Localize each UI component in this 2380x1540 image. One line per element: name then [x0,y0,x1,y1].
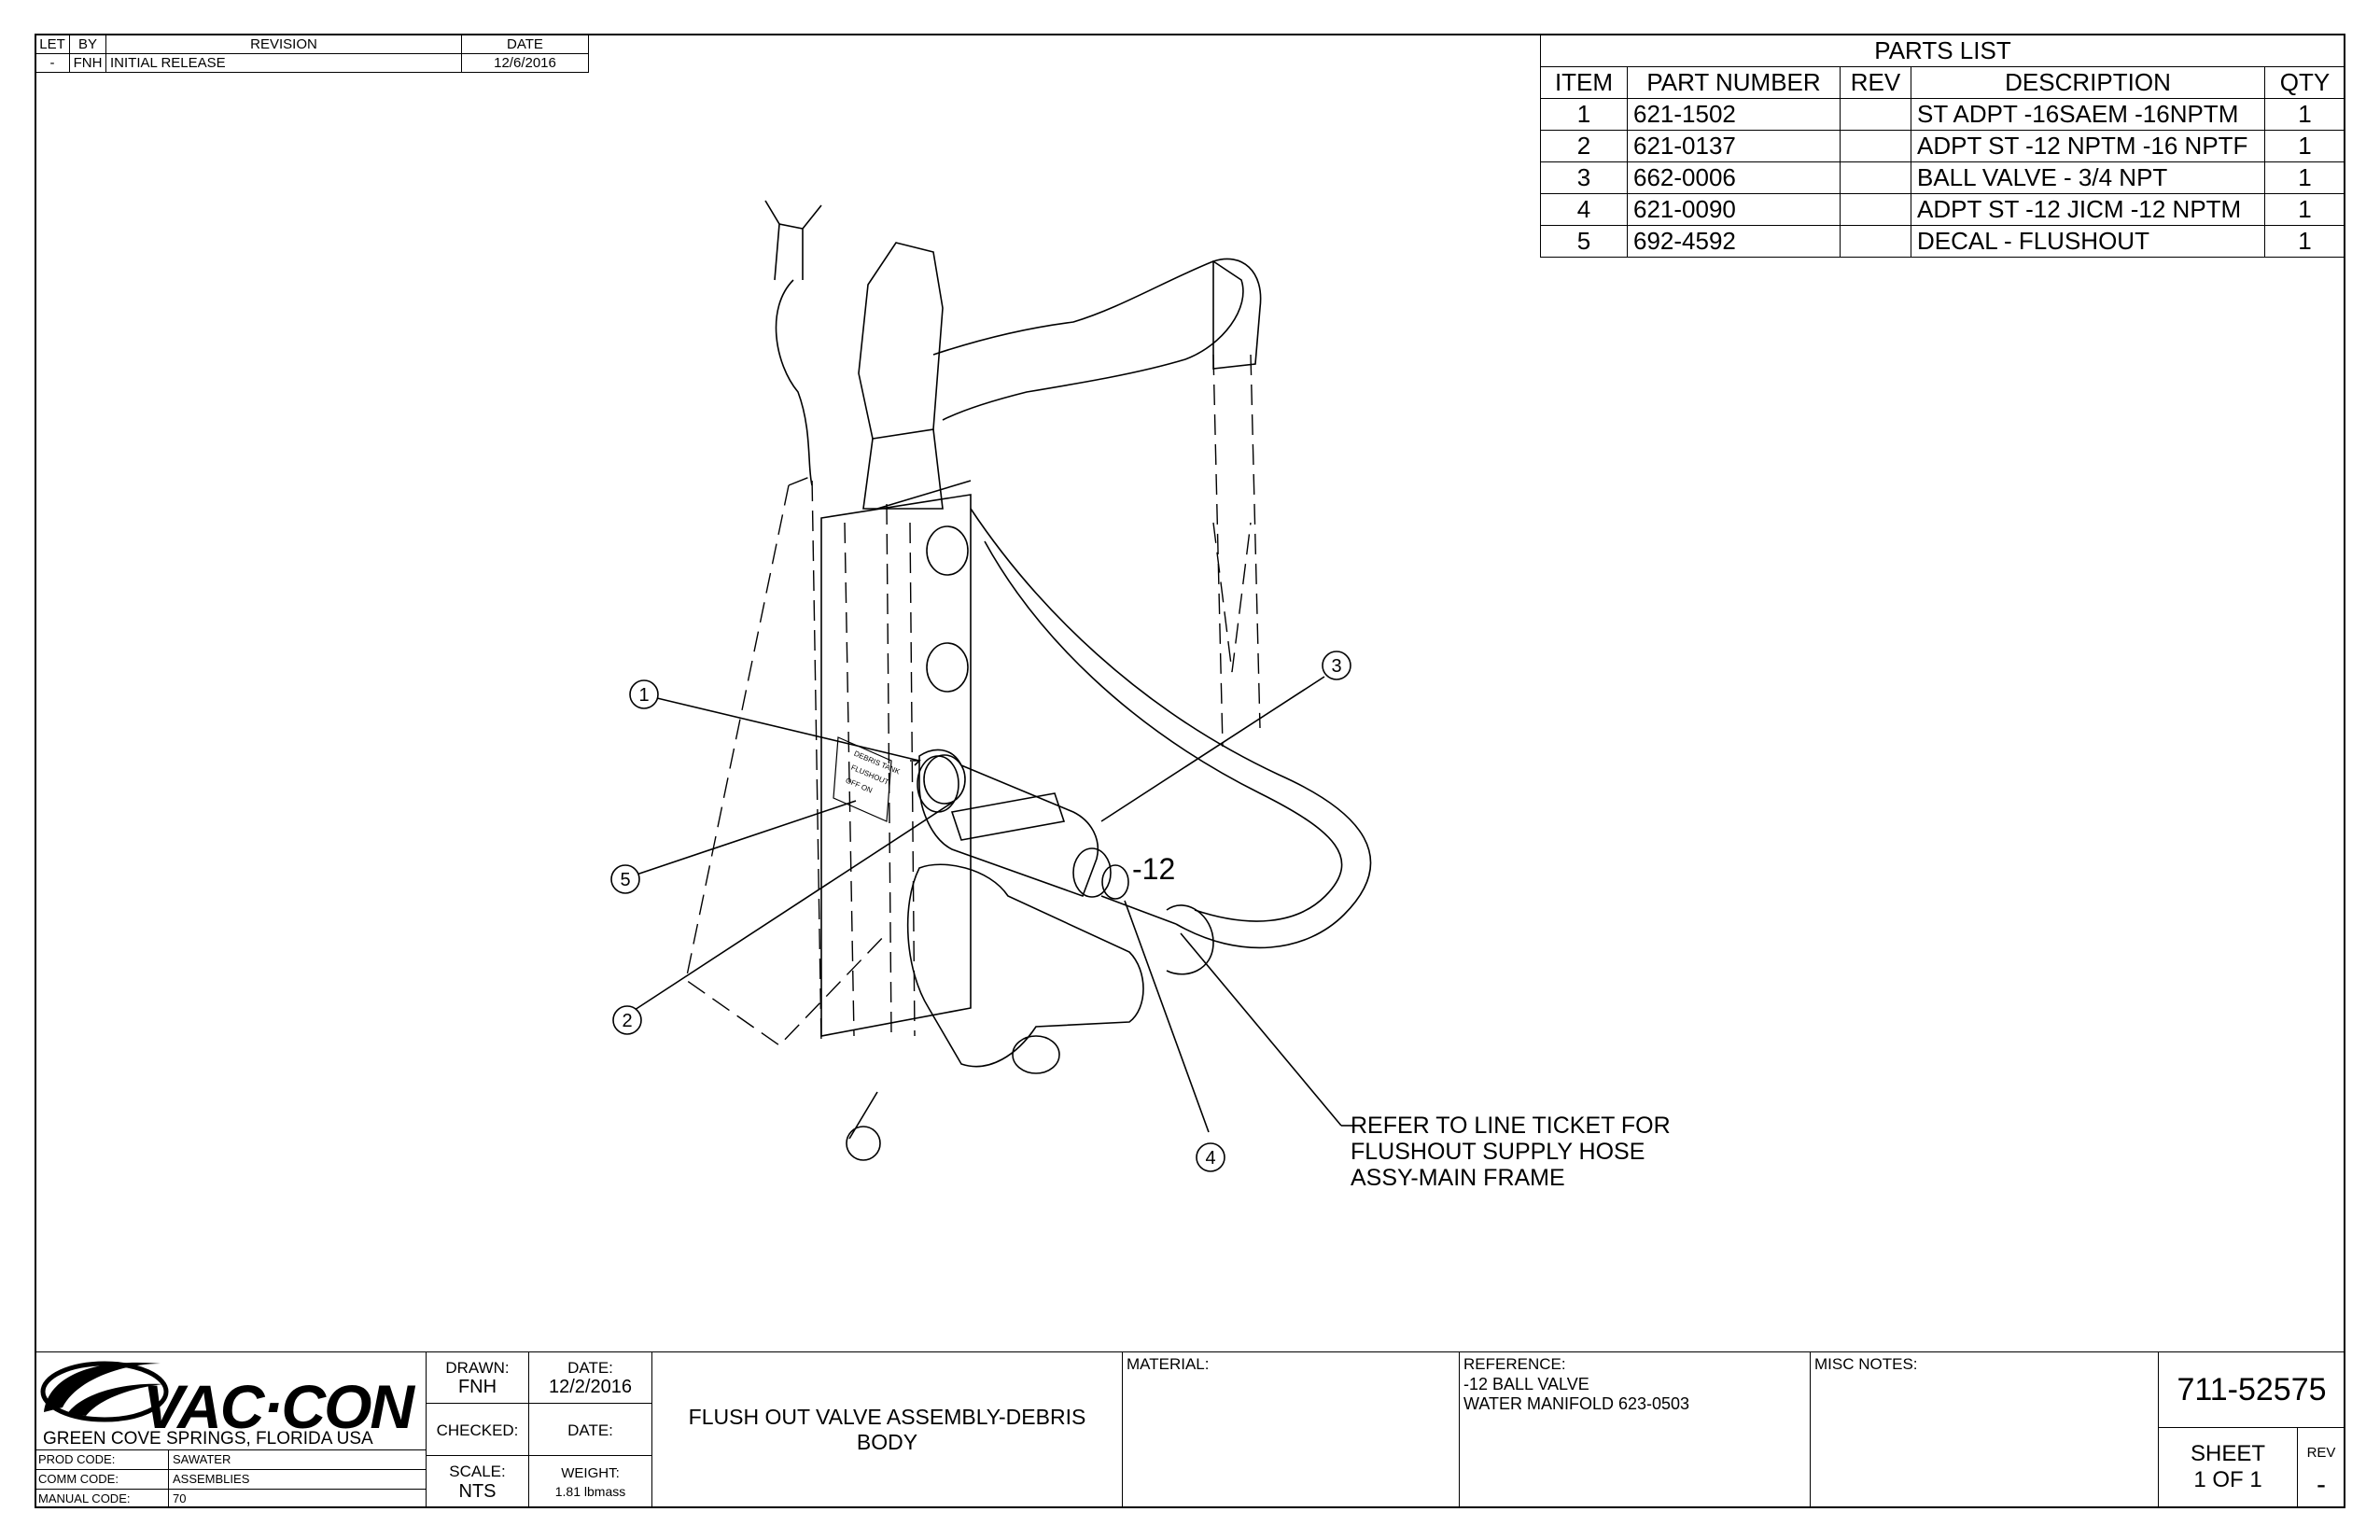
reference-label: REFERENCE: [1463,1355,1566,1373]
weight-cell [528,1455,652,1508]
parts-part-number: 692-4592 [1627,225,1841,258]
comm-code-label: COMM CODE: [38,1472,119,1486]
note-line-1: REFER TO LINE TICKET FOR [1351,1113,1671,1139]
balloon-4-label: 4 [1205,1148,1215,1169]
balloon-4 [1196,1142,1225,1172]
scale-value: NTS [458,1481,497,1502]
parts-row: 4 621-0090 ADPT ST -12 JICM -12 NPTM 1 [1540,193,2345,226]
parts-description: ADPT ST -12 JICM -12 NPTM [1911,193,2265,226]
balloon-1-label: 1 [638,685,649,706]
code-col-divider [168,1449,169,1508]
parts-part-number: 621-0090 [1627,193,1841,226]
vaccon-logo [40,1361,169,1422]
parts-row: 1 621-1502 ST ADPT -16SAEM -16NPTM 1 [1540,98,2345,131]
drawn-value: FNH [457,1377,497,1397]
revision-date: 12/6/2016 [461,53,589,73]
revision-description: INITIAL RELEASE [105,53,462,73]
drawn-date-label: DATE: [567,1359,613,1377]
parts-header-part-number: PART NUMBER [1627,66,1841,99]
parts-item: 5 [1540,225,1628,258]
code-row-divider [35,1489,427,1490]
parts-item: 1 [1540,98,1628,131]
drawn-label: DRAWN: [445,1359,510,1377]
parts-rev [1840,161,1911,194]
weight-label: WEIGHT: [561,1465,620,1481]
note-line-3: ASSY-MAIN FRAME [1351,1165,1565,1191]
sheet-label: SHEET [2190,1441,2265,1466]
checked-label: CHECKED: [436,1421,519,1439]
material-label: MATERIAL: [1127,1355,1210,1373]
drawing-title-line-1: FLUSH OUT VALVE ASSEMBLY-DEBRIS [688,1405,1086,1429]
parts-part-number: 621-1502 [1627,98,1841,131]
prod-code-label: PROD CODE: [38,1452,116,1466]
rev-value: - [2317,1469,2326,1500]
weight-value: 1.81 lbmass [554,1484,626,1499]
misc-notes-label: MISC NOTES: [1814,1355,1918,1373]
manual-code-value: 70 [173,1491,187,1505]
parts-row: 3 662-0006 BALL VALVE - 3/4 NPT 1 [1540,161,2345,194]
parts-description: DECAL - FLUSHOUT [1911,225,2265,258]
revision-header-row: LET BY REVISION DATE [35,35,589,54]
rev-label: REV [2306,1445,2336,1461]
parts-description: ADPT ST -12 NPTM -16 NPTF [1911,130,2265,162]
manual-code-label: MANUAL CODE: [38,1491,131,1505]
material-cell [1122,1351,1460,1508]
balloon-1 [629,679,659,709]
logo-text: VAC·CON [143,1372,414,1441]
reference-line-2: WATER MANIFOLD 623-0503 [1463,1394,1690,1413]
revision-by: FNH [69,53,106,73]
parts-qty: 1 [2264,130,2345,162]
parts-header-qty: QTY [2264,66,2345,99]
note-line-2: FLUSHOUT SUPPLY HOSE [1351,1139,1645,1165]
balloon-5-label: 5 [620,870,630,890]
parts-list-table: PARTS LIST ITEM PART NUMBER REV DESCRIPT… [1540,35,2345,258]
drawing-number: 711-52575 [2177,1372,2327,1407]
checked-date-label: DATE: [567,1421,613,1439]
parts-qty: 1 [2264,98,2345,131]
fitting-size-label: -12 [1132,852,1175,886]
scale-label: SCALE: [449,1463,506,1480]
title-block: VAC·CON GREEN COVE SPRINGS, FLORIDA USA … [35,1351,2345,1508]
logo-cell: VAC·CON GREEN COVE SPRINGS, FLORIDA USA [35,1351,427,1450]
revision-table: LET BY REVISION DATE - FNH INITIAL RELEA… [35,35,589,73]
parts-row: 5 692-4592 DECAL - FLUSHOUT 1 [1540,225,2345,258]
parts-list-title: PARTS LIST [1540,35,2345,67]
parts-description: ST ADPT -16SAEM -16NPTM [1911,98,2265,131]
parts-description: BALL VALVE - 3/4 NPT [1911,161,2265,194]
location-text: GREEN COVE SPRINGS, FLORIDA USA [43,1429,373,1449]
parts-rev [1840,225,1911,258]
parts-qty: 1 [2264,225,2345,258]
parts-list-title-row: PARTS LIST [1540,35,2345,67]
balloon-3-label: 3 [1331,656,1341,677]
revision-header-by: BY [69,35,106,54]
rev-cell [2297,1427,2345,1508]
drawn-date-value: 12/2/2016 [549,1377,632,1397]
parts-header-description: DESCRIPTION [1911,66,2265,99]
parts-rev [1840,193,1911,226]
parts-qty: 1 [2264,193,2345,226]
reference-line-1: -12 BALL VALVE [1463,1375,1589,1393]
balloon-2-label: 2 [622,1011,632,1031]
revision-row: - FNH INITIAL RELEASE 12/6/2016 [35,53,589,73]
sheet-value: 1 OF 1 [2193,1467,2262,1492]
parts-header-item: ITEM [1540,66,1628,99]
drawing-title-line-2: BODY [856,1430,918,1454]
comm-code-value: ASSEMBLIES [173,1472,250,1486]
parts-item: 3 [1540,161,1628,194]
parts-item: 2 [1540,130,1628,162]
balloon-3 [1322,651,1351,680]
prod-code-value: SAWATER [173,1452,231,1466]
balloon-2 [612,1005,642,1035]
misc-notes-cell [1810,1351,2159,1508]
code-row-divider [35,1469,427,1470]
balloon-5 [610,864,640,894]
parts-part-number: 662-0006 [1627,161,1841,194]
